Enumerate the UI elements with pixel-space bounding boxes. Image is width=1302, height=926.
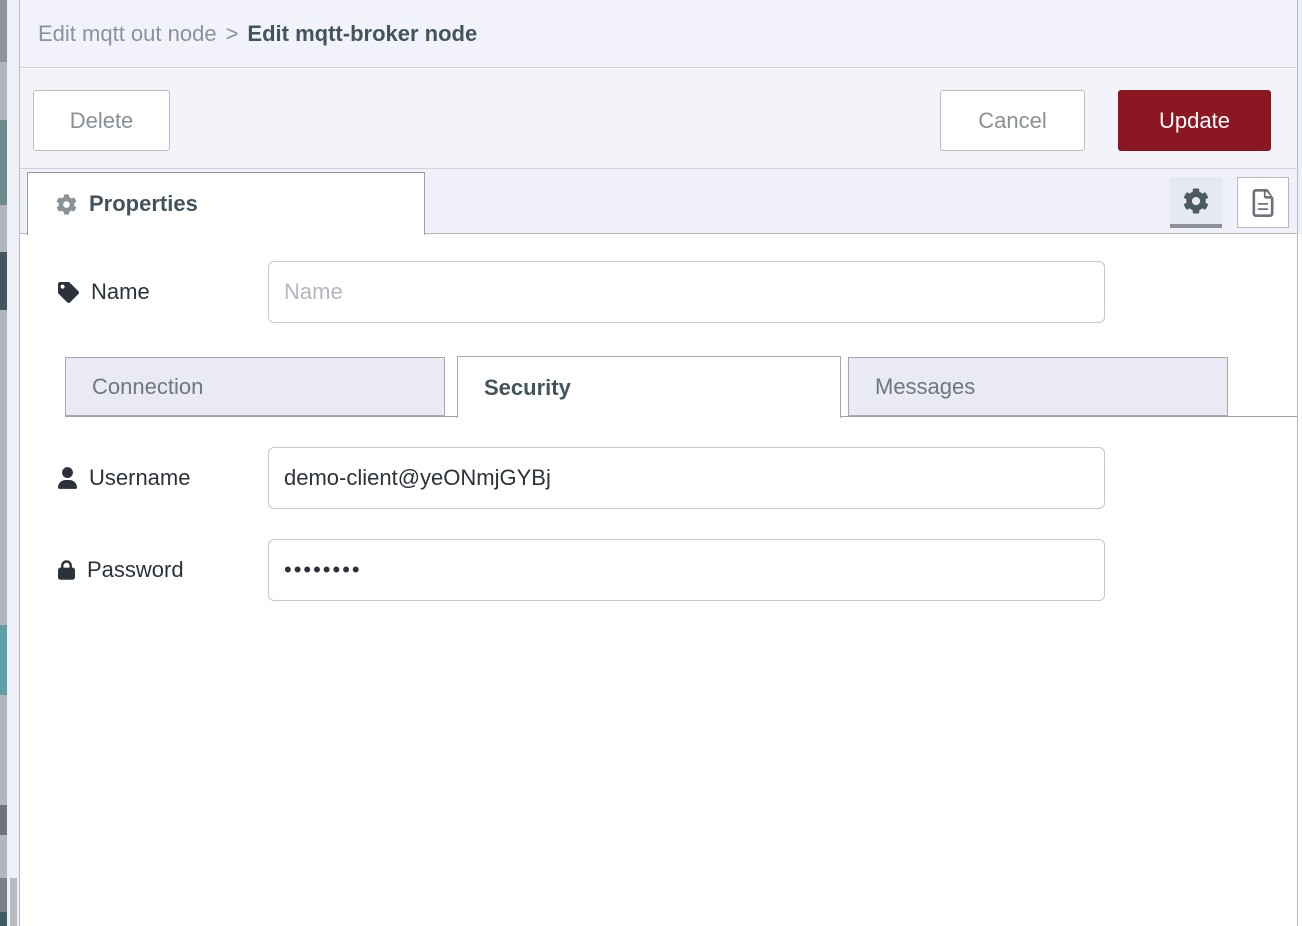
cancel-button[interactable]: Cancel	[940, 90, 1085, 151]
tab-security[interactable]: Security	[457, 356, 841, 418]
name-field-label: Name	[58, 261, 150, 323]
gear-icon	[1183, 187, 1209, 214]
workspace-edge	[0, 0, 7, 926]
delete-button[interactable]: Delete	[33, 90, 170, 151]
lock-icon	[58, 559, 75, 581]
page-title: Edit mqtt-broker node	[247, 20, 478, 46]
user-icon	[58, 467, 77, 489]
password-input[interactable]	[268, 539, 1105, 601]
tab-security-label: Security	[484, 374, 571, 400]
name-input[interactable]	[268, 261, 1105, 323]
right-edge-sliver	[1298, 0, 1302, 234]
tag-icon	[58, 281, 79, 303]
breadcrumb-separator: >	[225, 20, 239, 46]
tray-right-border	[1297, 0, 1298, 926]
password-label-text: Password	[87, 557, 184, 582]
tab-connection-label: Connection	[92, 373, 204, 399]
gear-icon	[56, 193, 77, 215]
tab-messages[interactable]: Messages	[848, 357, 1228, 416]
tab-connection[interactable]: Connection	[65, 357, 445, 416]
username-label-text: Username	[89, 465, 191, 490]
editor-tab-bar: Properties	[20, 169, 1297, 235]
name-label-text: Name	[91, 279, 150, 304]
tab-properties-label: Properties	[89, 191, 198, 216]
tray-gutter	[7, 0, 19, 926]
password-field-label: Password	[58, 539, 184, 601]
vertical-scrollbar[interactable]	[10, 878, 17, 926]
document-icon	[1252, 188, 1274, 217]
tray-header: Edit mqtt out node > Edit mqtt-broker no…	[20, 0, 1297, 68]
breadcrumb-parent-link[interactable]: Edit mqtt out node	[38, 20, 217, 46]
tab-properties[interactable]: Properties	[27, 172, 425, 235]
edit-tray-panel: Edit mqtt out node > Edit mqtt-broker no…	[20, 0, 1297, 926]
broker-subtabs: Connection Security Messages	[65, 356, 1297, 418]
update-button[interactable]: Update	[1118, 90, 1271, 151]
tray-left-border	[19, 0, 20, 926]
settings-icon-button[interactable]	[1170, 177, 1222, 228]
description-icon-button[interactable]	[1237, 177, 1289, 228]
tab-messages-label: Messages	[875, 373, 976, 399]
username-field-label: Username	[58, 447, 190, 509]
username-input[interactable]	[268, 447, 1105, 509]
dialog-toolbar: Delete Cancel Update	[20, 69, 1297, 169]
